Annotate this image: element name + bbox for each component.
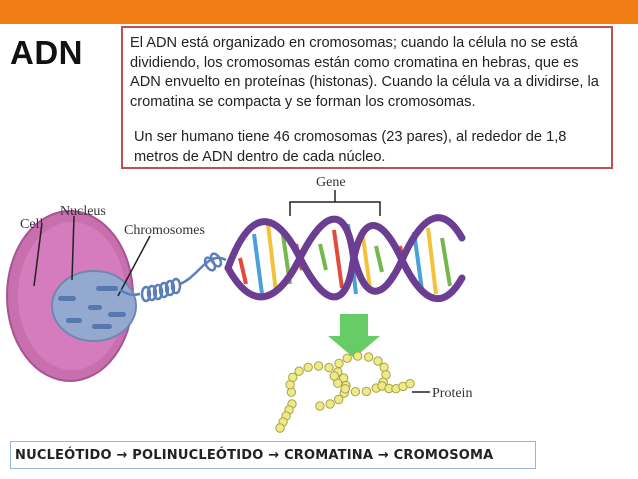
top-accent-bar [0, 0, 638, 24]
protein-bead [325, 399, 335, 409]
protein-bead [329, 371, 339, 381]
helix-strand-1 [224, 218, 466, 303]
chromatin-coil [119, 252, 227, 303]
cell-diagram [6, 210, 151, 382]
helix-strand-2 [224, 214, 466, 301]
chromosome-mark [92, 324, 112, 329]
protein-bead [363, 352, 374, 362]
nucleus-label: Nucleus [60, 204, 106, 219]
protein-bead [303, 362, 313, 373]
protein-bead [324, 362, 334, 373]
protein-bead [286, 387, 297, 397]
gene-label: Gene [316, 175, 346, 190]
protein-bead [405, 379, 415, 389]
protein-label: Protein [432, 386, 472, 401]
protein-bead [334, 358, 344, 369]
slide-title: ADN [10, 34, 83, 71]
nucleus-pointer [71, 215, 75, 281]
protein-bead [340, 384, 350, 394]
chromosomes-label: Chromosomes [124, 223, 205, 238]
protein-bead [361, 386, 372, 397]
protein-bead [275, 423, 285, 433]
protein-bead [315, 401, 325, 411]
chromosome-mark [108, 312, 126, 317]
description-textbox: El ADN está organizado en cromosomas; cu… [121, 26, 613, 169]
protein-bead [350, 387, 361, 397]
protein-bead [288, 372, 298, 383]
cell-pointer [33, 222, 43, 287]
chromosome-mark [66, 318, 82, 323]
chromosome-mark [58, 296, 76, 301]
description-paragraph-2: Un ser humano tiene 46 cromosomas (23 pa… [134, 129, 567, 165]
description-paragraph-1: El ADN está organizado en cromosomas; cu… [130, 35, 599, 110]
protein-bead [373, 356, 383, 366]
down-arrow-icon [328, 314, 380, 358]
gene-bracket [289, 201, 381, 216]
cell-label: Cell [20, 217, 43, 232]
protein-bead [353, 351, 363, 361]
chromosome-mark [96, 286, 118, 291]
protein-bead [342, 353, 352, 364]
protein-bead [294, 366, 304, 376]
protein-bead [334, 394, 344, 405]
dna-illustration: Cell Nucleus Chromosomes [6, 175, 472, 433]
chromosome-mark [88, 305, 102, 310]
dna-helix [224, 214, 466, 303]
protein-bead-chain [275, 351, 415, 433]
chromosomes-pointer [117, 235, 151, 297]
protein-bead [313, 361, 324, 371]
sequence-footer: NUCLEÓTIDO → POLINUCLEÓTIDO → CROMATINA … [10, 441, 536, 469]
